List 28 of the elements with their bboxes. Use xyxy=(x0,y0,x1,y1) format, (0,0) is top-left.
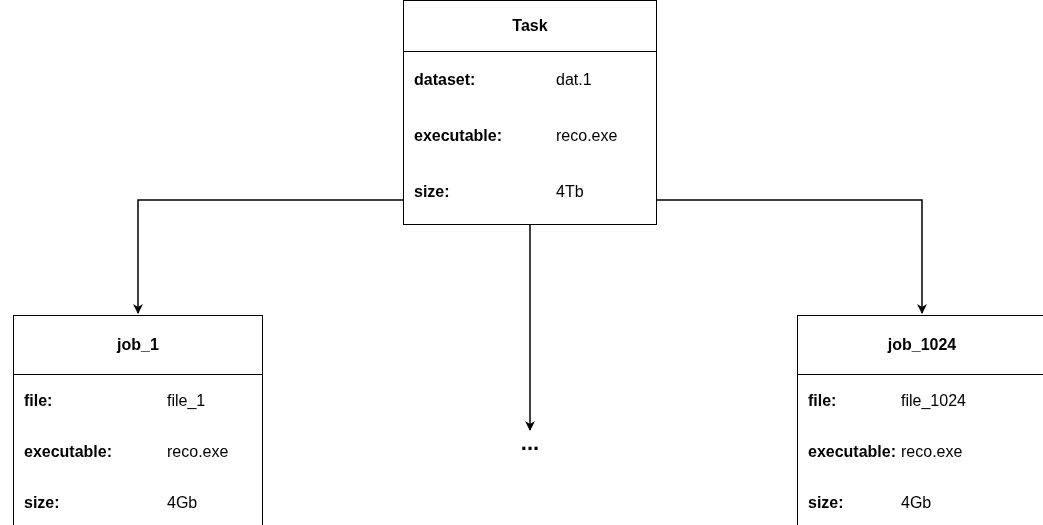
table-header: Task xyxy=(404,1,656,52)
field-value: file_1 xyxy=(167,391,206,410)
arrow xyxy=(656,199,927,314)
field-name: size: xyxy=(24,493,60,512)
field-value: reco.exe xyxy=(901,442,963,461)
table-header: job_1024 xyxy=(798,316,1043,375)
field-name: executable: xyxy=(414,127,503,145)
field-name: file: xyxy=(24,391,53,410)
field-value: dat.1 xyxy=(556,71,592,89)
field-value: file_1024 xyxy=(901,391,966,410)
record-box xyxy=(403,0,657,225)
field-name: dataset: xyxy=(414,71,476,89)
field-value: 4Gb xyxy=(901,493,932,512)
arrow xyxy=(133,199,404,314)
record-box xyxy=(797,315,1043,525)
field-value: reco.exe xyxy=(167,442,229,461)
arrow xyxy=(525,224,535,431)
field-name: file: xyxy=(808,391,837,410)
field-name: executable: xyxy=(24,442,113,461)
ellipsis-text: ... xyxy=(515,432,545,454)
field-value: 4Gb xyxy=(167,493,198,512)
field-value: reco.exe xyxy=(556,127,618,145)
field-value: 4Tb xyxy=(556,183,584,201)
record-box xyxy=(13,315,263,525)
table-header: job_1 xyxy=(14,316,262,375)
field-name: executable: xyxy=(808,442,897,461)
field-name: size: xyxy=(414,183,450,201)
field-name: size: xyxy=(808,493,844,512)
